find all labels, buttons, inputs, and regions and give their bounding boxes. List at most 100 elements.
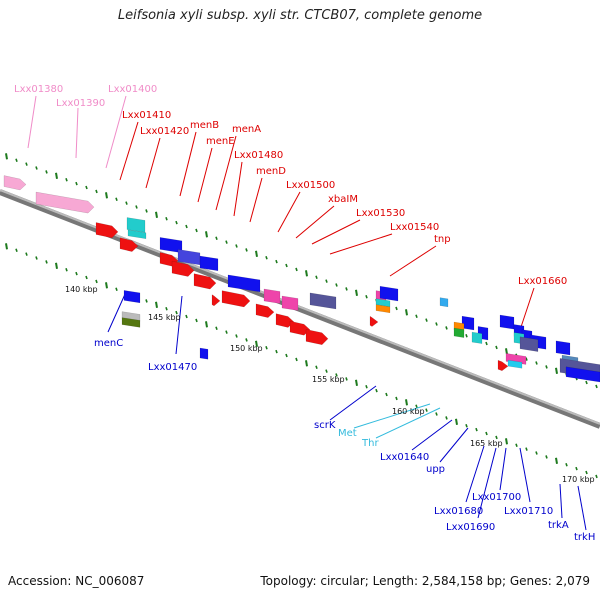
tick-outer-reverse (385, 392, 388, 397)
tick-outer-reverse (75, 271, 78, 276)
tick-outer-forward (35, 166, 38, 170)
tick-outer-forward (25, 162, 28, 166)
backbone (0, 189, 600, 429)
tick-outer-reverse (95, 279, 98, 284)
leader-line (75, 107, 79, 159)
gene-label: menE (206, 136, 235, 147)
tick-outer-reverse (415, 404, 418, 408)
gene-feature (35, 191, 95, 214)
tick-outer-forward (355, 289, 358, 297)
tick-outer-forward (55, 172, 58, 180)
tick-outer-forward (495, 345, 498, 350)
tick-outer-forward (115, 197, 118, 201)
gene-label: xbaIM (328, 194, 358, 205)
tick-outer-reverse (145, 299, 148, 303)
tick-outer-reverse (195, 318, 198, 323)
tick-marks (5, 153, 598, 479)
tick-outer-forward (445, 326, 448, 330)
leader-line (215, 135, 237, 211)
tick-outer-reverse (5, 243, 8, 250)
leader-line (179, 131, 197, 197)
tick-outer-reverse (425, 408, 428, 412)
tick-outer-forward (465, 333, 468, 338)
tick-outer-forward (485, 341, 488, 346)
tick-outer-reverse (315, 365, 318, 369)
leader-line (577, 485, 587, 531)
gene-feature (221, 290, 251, 308)
tick-outer-reverse (225, 330, 228, 334)
tick-outer-reverse (295, 357, 298, 362)
tick-outer-reverse (175, 310, 178, 315)
scale-label: 140 kbp (65, 285, 98, 294)
tick-outer-reverse (265, 345, 268, 350)
map-title: Leifsonia xyli subsp. xyli str. CTCB07, … (117, 8, 483, 23)
gene-feature (211, 294, 221, 307)
tick-outer-reverse (475, 427, 478, 432)
tick-outer-forward (365, 294, 368, 299)
tick-outer-reverse (345, 377, 348, 381)
tick-outer-forward (145, 209, 148, 213)
leader-line (105, 95, 127, 169)
tick-outer-forward (75, 181, 78, 186)
gene-label: Lxx01500 (286, 180, 335, 191)
tick-outer-reverse (435, 412, 438, 416)
gene-feature (227, 274, 261, 293)
tick-outer-reverse (235, 334, 238, 338)
tick-outer-forward (195, 228, 198, 233)
tick-outer-reverse (205, 321, 208, 328)
gene-label: menB (190, 120, 219, 131)
gene-label: trkH (574, 532, 595, 543)
leader-line (519, 287, 535, 331)
gene-label: Lxx01640 (380, 452, 429, 463)
leader-line (27, 95, 37, 149)
gene-label: trkA (548, 520, 569, 531)
gene-feature (309, 292, 337, 310)
tick-outer-forward (165, 216, 168, 221)
tick-outer-forward (135, 205, 138, 209)
tick-outer-reverse (275, 349, 278, 354)
tick-outer-reverse (405, 399, 408, 406)
leader-line (197, 147, 213, 203)
tick-outer-forward (225, 240, 228, 244)
gene-feature (121, 317, 141, 328)
tick-outer-reverse (115, 287, 118, 291)
tick-outer-forward (345, 287, 348, 291)
gene-label: Lxx01530 (356, 208, 405, 219)
gene-feature (119, 237, 139, 252)
tick-outer-reverse (55, 262, 58, 270)
tick-outer-forward (265, 255, 268, 260)
tick-outer-forward (175, 220, 178, 225)
genome-summary-text: Topology: circular; Length: 2,584,158 bp… (260, 574, 590, 588)
tick-outer-reverse (165, 306, 168, 311)
tick-outer-reverse (525, 447, 528, 451)
leader-line (329, 385, 377, 421)
tick-outer-forward (275, 259, 278, 264)
leader-line (119, 121, 139, 181)
gene-feature (555, 340, 571, 356)
tick-outer-reverse (65, 267, 68, 272)
gene-feature (123, 290, 141, 304)
gene-label: tnp (434, 234, 451, 245)
accession-text: Accession: NC_006087 (8, 574, 145, 588)
tick-outer-forward (415, 314, 418, 318)
gene-label: Met (338, 428, 357, 439)
gene-feature (263, 288, 281, 304)
tick-outer-reverse (105, 282, 108, 289)
gene-feature (305, 329, 329, 346)
tick-outer-reverse (35, 256, 38, 260)
gene-label: Lxx01470 (148, 362, 197, 373)
gene-feature (375, 304, 391, 314)
tick-outer-forward (285, 263, 288, 268)
gene-label: Lxx01660 (518, 276, 567, 287)
leader-line (311, 219, 361, 245)
leader-line (465, 445, 485, 503)
tick-outer-forward (85, 185, 88, 190)
tick-outer-forward (235, 244, 238, 248)
tick-outer-forward (65, 177, 68, 182)
tick-outer-reverse (85, 275, 88, 280)
label-leader-lines (27, 95, 587, 531)
gene-feature (565, 366, 600, 383)
gene-label: Lxx01700 (472, 492, 521, 503)
gene-feature (369, 315, 379, 327)
tick-outer-reverse (495, 435, 498, 440)
